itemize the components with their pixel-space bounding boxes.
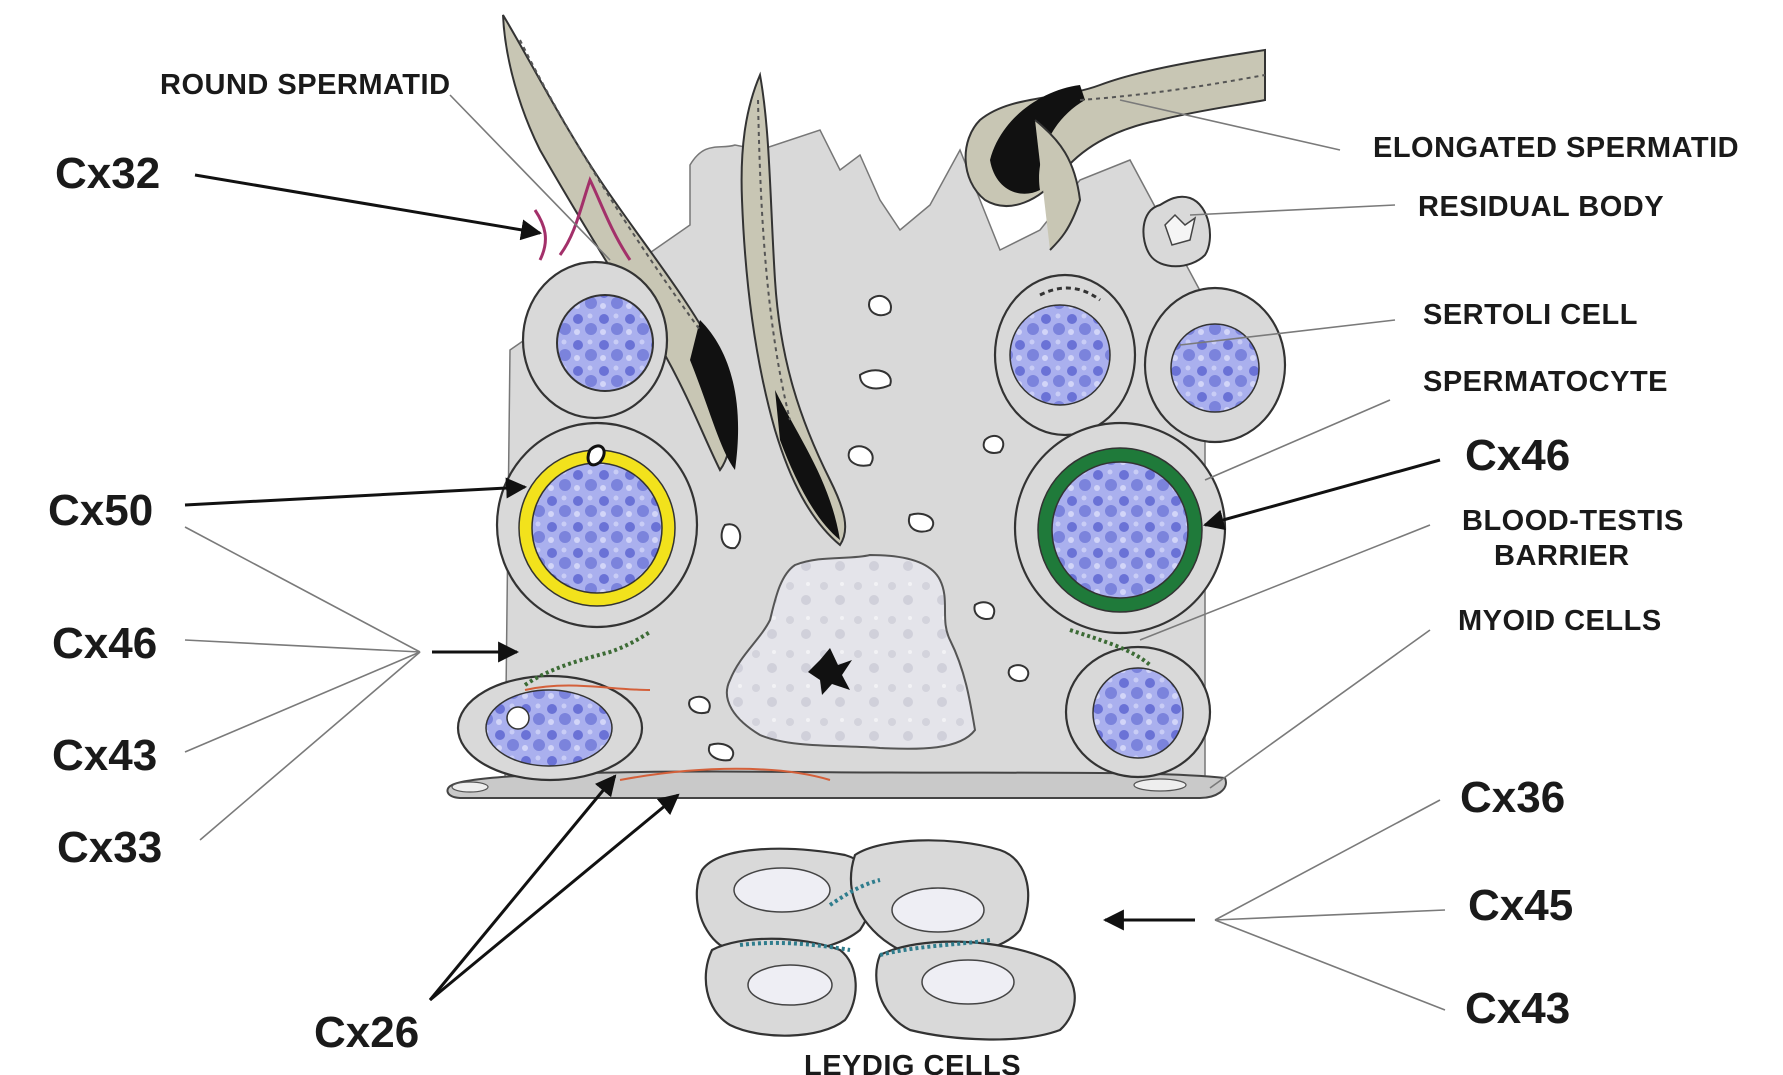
label-cx26: Cx26 bbox=[314, 1008, 419, 1057]
spermatocyte-cx50 bbox=[497, 423, 697, 627]
spermatogonium-right bbox=[1066, 647, 1210, 777]
label-cx46-left: Cx46 bbox=[52, 619, 157, 668]
round-spermatid-right-1 bbox=[995, 275, 1135, 435]
label-cx43-left: Cx43 bbox=[52, 731, 157, 780]
label-spermatocyte: SPERMATOCYTE bbox=[1423, 366, 1668, 398]
label-cx46-right: Cx46 bbox=[1465, 431, 1570, 480]
spermatocyte-cx46 bbox=[1015, 423, 1225, 633]
label-blood-testis-line1: BLOOD-TESTIS bbox=[1462, 505, 1684, 537]
round-spermatid-right-2 bbox=[1145, 288, 1285, 442]
label-elongated-spermatid: ELONGATED SPERMATID bbox=[1373, 132, 1739, 164]
label-cx33: Cx33 bbox=[57, 823, 162, 872]
label-cx43-right: Cx43 bbox=[1465, 984, 1570, 1033]
label-leydig-cells: LEYDIG CELLS bbox=[804, 1050, 1021, 1075]
label-cx32: Cx32 bbox=[55, 149, 160, 198]
leydig-cells bbox=[697, 840, 1075, 1039]
label-cx50: Cx50 bbox=[48, 486, 153, 535]
spermatogonium-left bbox=[458, 676, 642, 780]
label-round-spermatid: ROUND SPERMATID bbox=[160, 69, 451, 101]
residual-body bbox=[1143, 197, 1210, 267]
label-cx45: Cx45 bbox=[1468, 881, 1573, 930]
label-myoid-cells: MYOID CELLS bbox=[1458, 605, 1662, 637]
label-blood-testis-line2: BARRIER bbox=[1494, 540, 1630, 572]
label-cx36: Cx36 bbox=[1460, 773, 1565, 822]
label-sertoli-cell: SERTOLI CELL bbox=[1423, 299, 1638, 331]
label-residual-body: RESIDUAL BODY bbox=[1418, 191, 1664, 223]
round-spermatid-nucleus bbox=[557, 295, 653, 391]
